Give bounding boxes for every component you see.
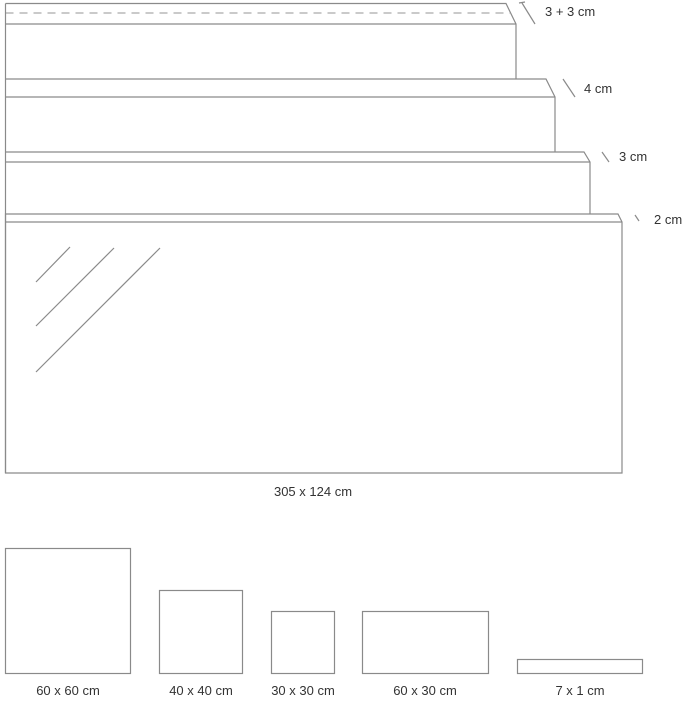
glass-reflection-icon [35,246,161,373]
thickness-label-3-plus-3cm: 3 + 3 cm [545,4,596,19]
thickness-label-2cm: 2 cm [654,212,683,227]
tile-label: 30 x 30 cm [271,683,335,698]
thickness-ticks [518,1,640,222]
slab-3-plus-3cm [5,2,517,79]
thickness-label-4cm: 4 cm [584,81,613,96]
tile-label: 60 x 60 cm [36,683,100,698]
slab-3cm [5,151,591,214]
tile-label: 7 x 1 cm [555,683,605,698]
slab-size-label: 305 x 124 cm [273,484,353,499]
slab-4cm [5,78,556,152]
thickness-label-3cm: 3 cm [619,149,648,164]
tile-samples [4,547,644,675]
slab-2cm [4,3,623,474]
tile-label: 60 x 30 cm [393,683,457,698]
tile-label: 40 x 40 cm [169,683,233,698]
